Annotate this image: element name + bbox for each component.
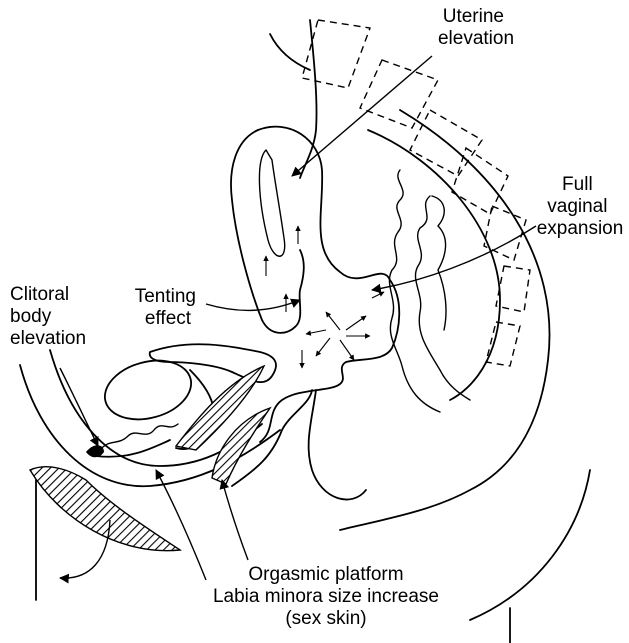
uterine-cavity xyxy=(259,150,284,256)
lower-body-arc xyxy=(470,470,590,620)
uterus-outline xyxy=(258,127,399,442)
orgasmic-platform-label: Orgasmic platform xyxy=(248,564,403,585)
expansion-arrows xyxy=(266,226,384,368)
full-vaginal-expansion-label: Full vaginal expansion xyxy=(537,174,624,239)
uterine-elevation-label: Uterine elevation xyxy=(438,6,514,49)
labia-arrow xyxy=(156,470,206,580)
rectum-inner-2 xyxy=(432,196,446,330)
rectum-outline xyxy=(389,170,440,412)
anterior-wall xyxy=(96,440,170,457)
rectum-inner xyxy=(415,196,470,400)
posterior-body-outline xyxy=(340,110,550,530)
wavy-tissue xyxy=(100,424,178,450)
spine-dashed-segments xyxy=(302,20,530,366)
perineum-curve xyxy=(309,390,366,500)
uterine-body-line xyxy=(300,20,317,178)
clitoris-tip xyxy=(86,445,104,457)
sex-skin-label: (sex skin) xyxy=(285,608,366,629)
labia-minora-label: Labia minora size increase xyxy=(213,586,439,607)
orgasmic-platform-arrow xyxy=(222,480,248,560)
tenting-effect-label: Tenting effect xyxy=(135,286,202,329)
clitoral-body-elevation-label: Clitoral body elevation xyxy=(10,284,86,349)
clitoral-arrow xyxy=(60,368,98,446)
uterine-body-line-2 xyxy=(270,34,310,70)
